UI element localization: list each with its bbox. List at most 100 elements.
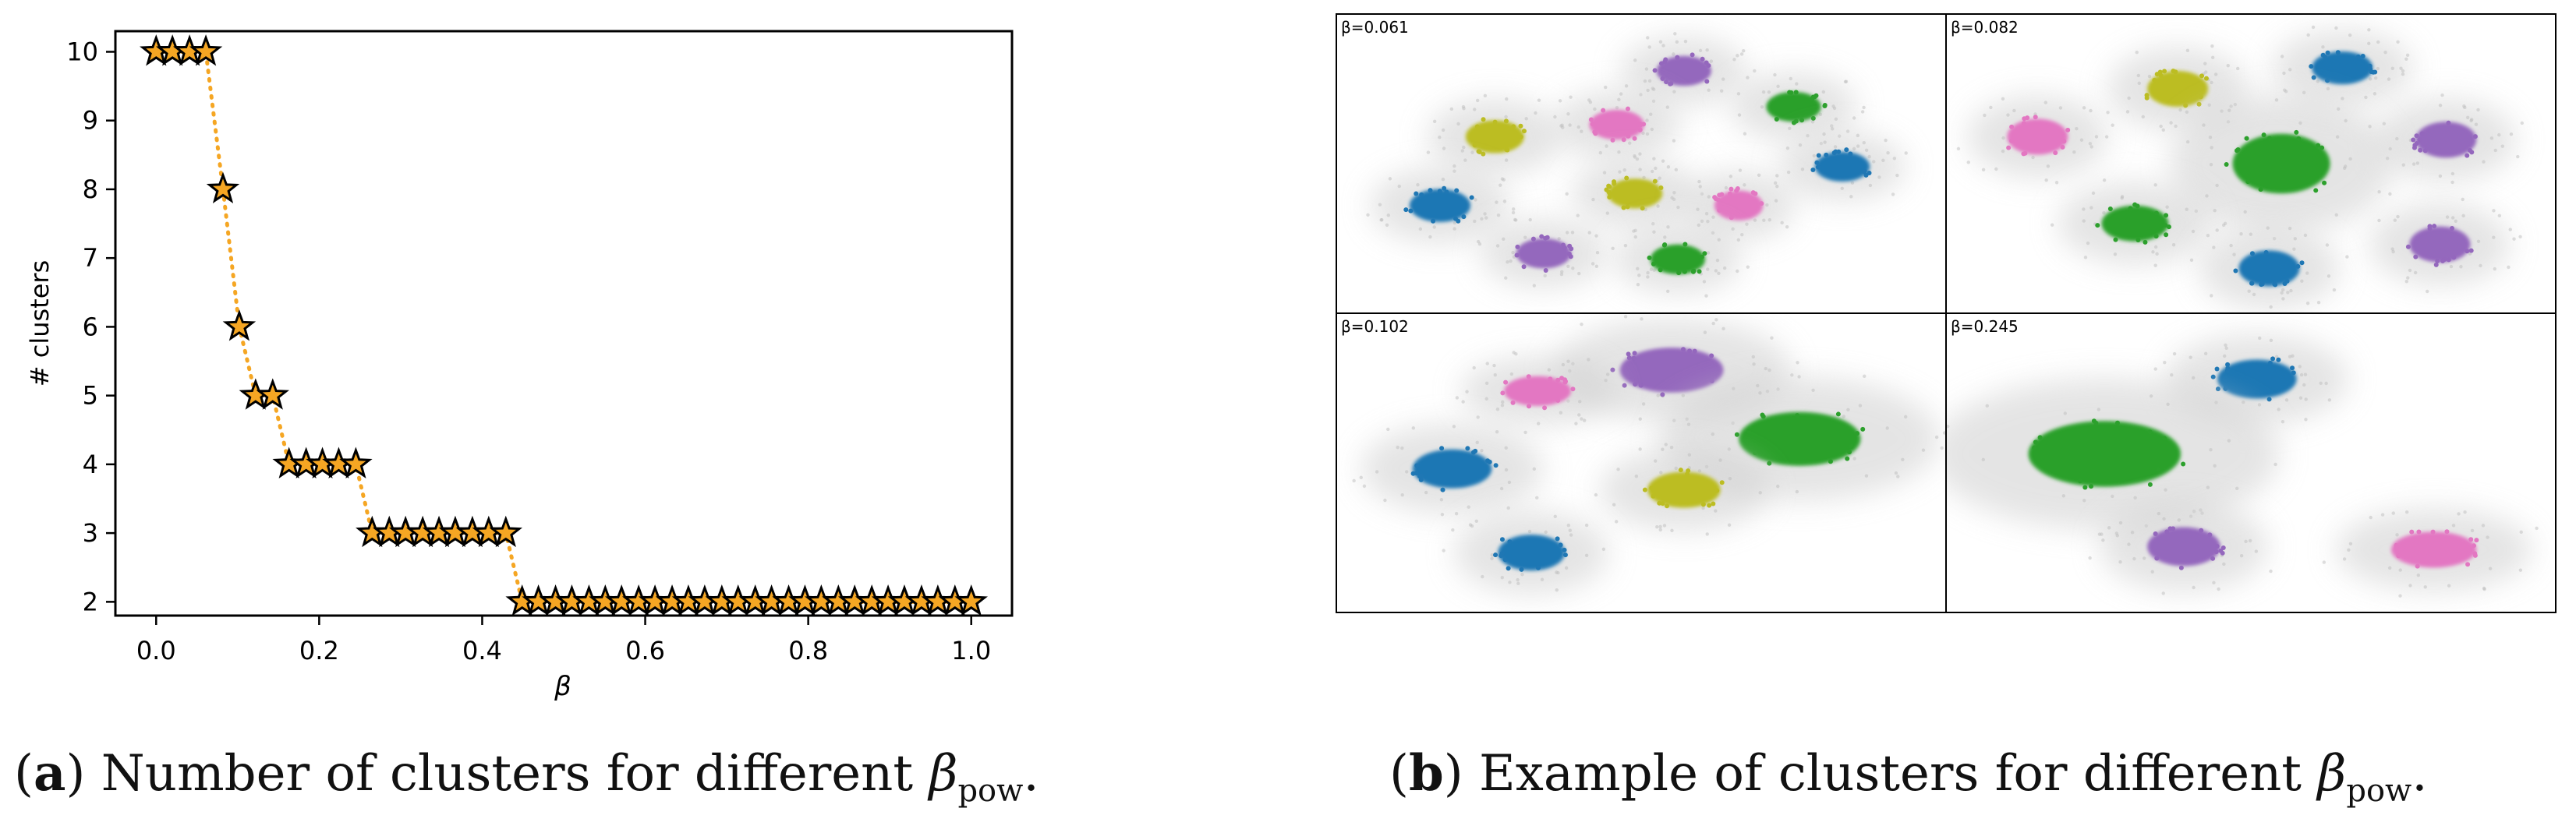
noise-point	[2535, 526, 2539, 531]
noise-point	[2097, 532, 2102, 536]
noise-point	[1697, 469, 1702, 473]
noise-point	[2512, 237, 2516, 241]
noise-point	[1452, 425, 1456, 429]
cluster-point	[1521, 264, 1527, 270]
noise-point	[2226, 64, 2230, 68]
noise-point	[1845, 129, 1850, 133]
noise-point	[1569, 533, 1573, 537]
noise-point	[1764, 366, 1768, 371]
noise-point	[1571, 266, 1575, 270]
cluster-point	[2166, 224, 2171, 230]
noise-point	[1577, 271, 1581, 276]
cluster-point	[1631, 355, 1637, 361]
noise-point	[2083, 256, 2088, 259]
noise-point	[2257, 403, 2262, 407]
noise-point	[1439, 498, 1444, 502]
cluster-point	[2213, 549, 2219, 555]
cluster-point	[1470, 450, 1476, 455]
noise-point	[1480, 448, 1484, 453]
noise-point	[1714, 318, 1718, 322]
noise-point	[2239, 554, 2244, 558]
noise-point	[1635, 157, 1640, 161]
cluster-point	[1419, 192, 1424, 197]
cluster-point	[1515, 244, 1520, 249]
cluster-point	[1691, 268, 1697, 274]
noise-point	[1797, 375, 1801, 379]
cluster-point	[1734, 432, 1739, 437]
noise-point	[1557, 237, 1561, 241]
noise-point	[1605, 372, 1610, 376]
noise-point	[2461, 214, 2465, 218]
noise-point	[1504, 446, 1508, 450]
noise-point	[2474, 122, 2479, 126]
noise-point	[2451, 524, 2456, 528]
noise-point	[2281, 419, 2285, 424]
cluster-point	[2427, 224, 2433, 229]
noise-point	[1593, 107, 1597, 111]
noise-point	[2311, 25, 2316, 30]
noise-point	[1587, 358, 1591, 362]
noise-point	[2118, 521, 2123, 525]
noise-point	[2266, 226, 2270, 230]
noise-point	[1704, 294, 1708, 298]
cluster-point	[2225, 362, 2231, 367]
cluster-point	[2245, 179, 2251, 185]
noise-point	[2393, 218, 2397, 222]
cluster-point	[1428, 188, 1433, 193]
cluster-panel: β=0.102	[1341, 315, 1946, 595]
cluster-blob	[2390, 531, 2477, 568]
noise-point	[1566, 359, 1570, 363]
noise-point	[1559, 272, 1564, 277]
noise-point	[1578, 400, 1582, 404]
noise-point	[1658, 524, 1662, 529]
noise-point	[1617, 150, 1621, 154]
noise-point	[1616, 468, 1620, 471]
noise-point	[2387, 77, 2391, 81]
noise-point	[2284, 398, 2289, 402]
noise-point	[1359, 475, 1363, 480]
noise-point	[2462, 104, 2466, 108]
cluster-point	[1477, 150, 1482, 155]
noise-point	[1753, 69, 1757, 73]
noise-point	[1481, 574, 1484, 579]
noise-point	[2376, 66, 2380, 71]
noise-point	[1634, 474, 1639, 478]
noise-point	[2185, 139, 2190, 144]
cluster-point	[2422, 148, 2428, 154]
noise-point	[2101, 538, 2105, 542]
noise-point	[2170, 373, 2174, 377]
noise-point	[2289, 288, 2293, 293]
cluster-blob	[1516, 238, 1572, 269]
noise-point	[2373, 76, 2378, 80]
noise-point	[2440, 93, 2444, 97]
noise-point	[2141, 115, 2145, 119]
noise-point	[1800, 167, 1805, 171]
cluster-point	[1746, 429, 1751, 434]
noise-point	[2224, 343, 2227, 348]
noise-point	[2132, 556, 2136, 561]
noise-point	[1383, 498, 1387, 503]
noise-point	[1483, 94, 1488, 97]
noise-point	[2258, 336, 2262, 341]
cluster-point	[2296, 136, 2302, 142]
noise-point	[2242, 400, 2245, 404]
cluster-point	[2259, 281, 2265, 287]
y-tick-label: 6	[83, 312, 98, 341]
noise-point	[2061, 494, 2066, 498]
cluster-point	[2095, 223, 2100, 228]
noise-point	[1864, 148, 1869, 153]
noise-point	[1776, 484, 1780, 489]
cluster-point	[1504, 147, 1509, 153]
noise-point	[1719, 89, 1724, 93]
noise-point	[1441, 128, 1445, 132]
noise-point	[1737, 113, 1742, 117]
noise-point	[2169, 121, 2173, 125]
noise-point	[2373, 92, 2377, 96]
cluster-point	[1621, 137, 1626, 143]
cluster-point	[2114, 420, 2120, 425]
cluster-point	[1687, 348, 1693, 354]
noise-point	[2206, 233, 2210, 238]
noise-point	[1654, 166, 1658, 171]
cluster-point	[1418, 477, 1424, 482]
cluster-point	[2154, 72, 2160, 77]
